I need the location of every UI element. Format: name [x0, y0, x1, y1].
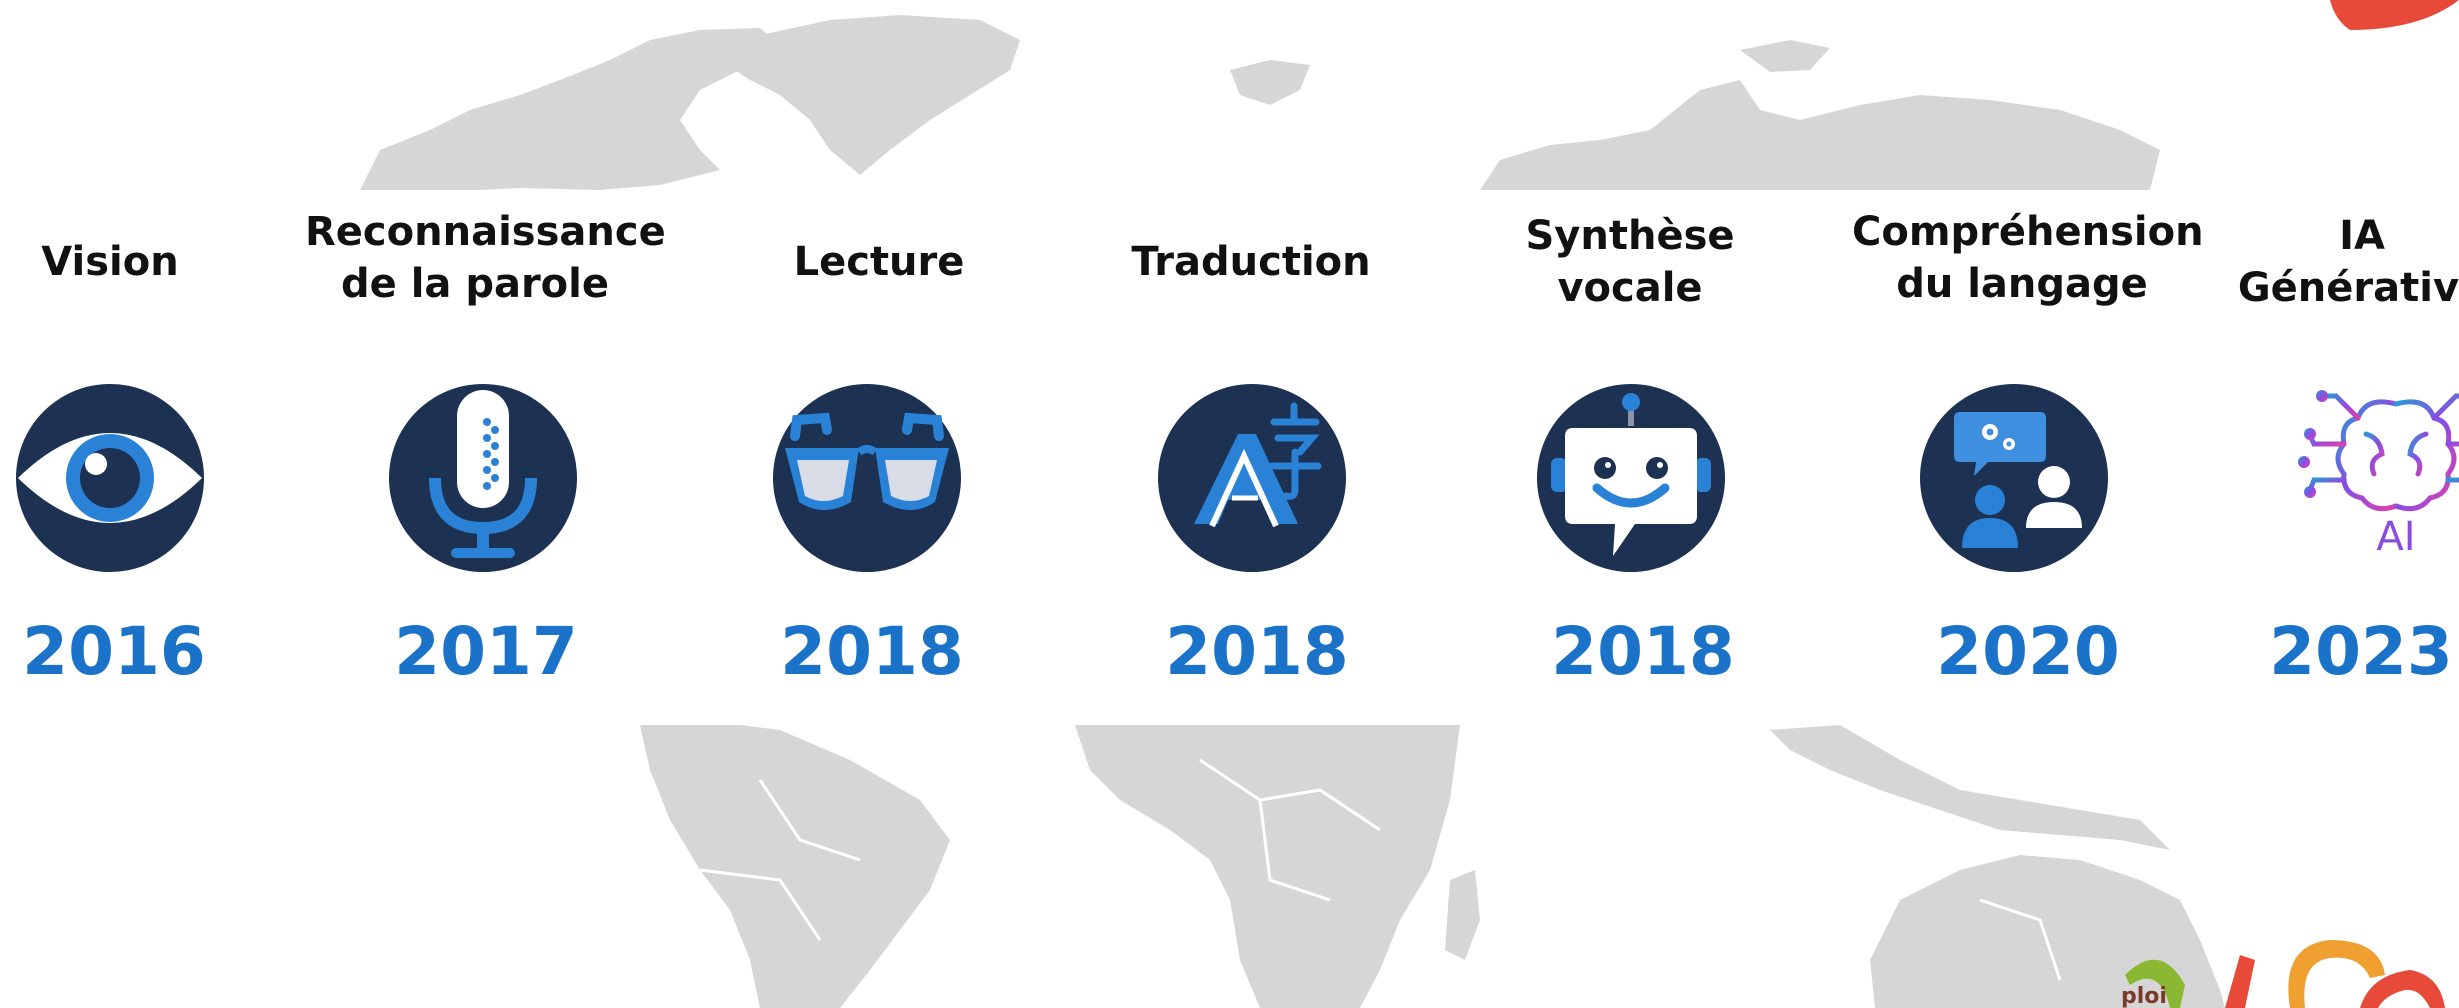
- label-language-understanding: Compréhension du langage: [1852, 209, 2204, 307]
- microphone-icon: [383, 378, 583, 578]
- red-corner-shape: [2330, 0, 2459, 30]
- bottom-logo-mark: [2125, 940, 2445, 1008]
- map-svalbard: [1230, 60, 1310, 105]
- glasses-icon: [767, 378, 967, 578]
- label-reading: Lecture: [793, 239, 965, 285]
- ai-brain-icon: AI: [2296, 378, 2459, 578]
- map-madagascar: [1445, 870, 1480, 960]
- ai-icon-text: AI: [2376, 514, 2415, 560]
- year-translation: 2018: [1165, 613, 1349, 690]
- year-vision: 2016: [22, 613, 206, 690]
- label-speech-synthesis: Synthèse vocale: [1525, 213, 1735, 311]
- person-speech-icon: [1914, 378, 2114, 578]
- map-russia-north-islands: [1740, 40, 1830, 72]
- year-generative-ai: 2023: [2269, 613, 2453, 690]
- robot-chat-icon: [1531, 378, 1731, 578]
- map-south-america: [640, 720, 950, 1008]
- map-greenland: [720, 15, 1020, 175]
- map-russia: [1480, 80, 2160, 190]
- map-southeast-asia: [1770, 725, 2170, 850]
- label-vision: Vision: [41, 239, 179, 285]
- label-generative-ai: IA Générative: [2237, 213, 2459, 311]
- label-translation: Traduction: [1131, 239, 1371, 285]
- eye-icon: [10, 378, 210, 578]
- year-reading: 2018: [780, 613, 964, 690]
- label-speech-recognition: Reconnaissance de la parole: [305, 209, 666, 307]
- year-speech-recognition: 2017: [394, 613, 578, 690]
- corner-logo-text: ploi: [2121, 984, 2167, 1008]
- year-speech-synthesis: 2018: [1551, 613, 1735, 690]
- map-canada: [360, 28, 780, 192]
- translation-icon: [1152, 378, 1352, 578]
- year-language-understanding: 2020: [1936, 613, 2120, 690]
